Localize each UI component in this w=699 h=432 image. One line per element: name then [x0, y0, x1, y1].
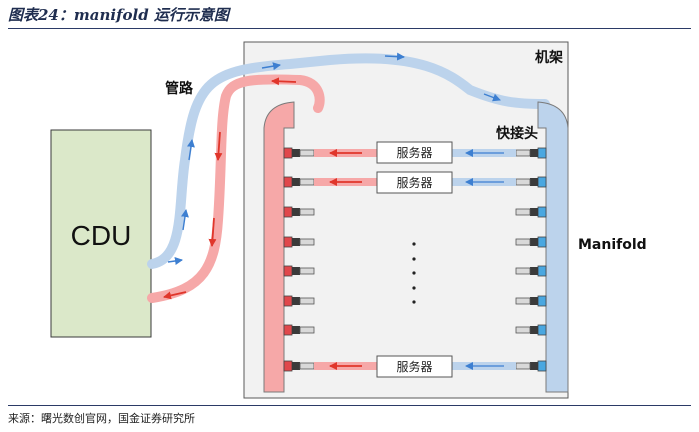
hot-quick-connector — [283, 147, 293, 159]
cold-pipe-arrow — [384, 52, 405, 61]
rack-frame — [243, 41, 569, 399]
source-rule — [8, 405, 691, 406]
cold-manifold — [537, 101, 569, 393]
hot-quick-connector — [283, 324, 293, 336]
cold-quick-connector-collar — [530, 238, 538, 246]
server-box — [376, 355, 453, 378]
hot-quick-connector-nozzle — [299, 238, 315, 246]
hot-quick-connector-nozzle — [299, 208, 315, 216]
hot-quick-connector-nozzle — [299, 178, 315, 186]
source-note: 来源：曙光数创官网，国金证券研究所 — [8, 412, 195, 425]
rack-label: 机架 — [535, 49, 563, 66]
cold-quick-connector — [537, 265, 547, 277]
server-label: 服务器 — [396, 175, 432, 190]
cold-quick-connector-collar — [530, 178, 538, 186]
cold-pipe-arrow — [483, 93, 501, 102]
figure-title: 图表24：manifold 运行示意图 — [8, 6, 229, 24]
hot-quick-connector — [283, 360, 293, 372]
cold-quick-connector — [537, 360, 547, 372]
server-label: 服务器 — [396, 359, 432, 374]
pipe-label: 管路 — [165, 80, 194, 97]
cold-quick-connector-collar — [530, 208, 538, 216]
cold-quick-connector-nozzle — [515, 238, 531, 246]
hot-quick-connector-nozzle — [299, 149, 315, 157]
hot-quick-connector-collar — [292, 238, 300, 246]
hot-quick-connector-nozzle — [299, 297, 315, 305]
cold-quick-connector-nozzle — [515, 267, 531, 275]
cold-quick-connector-nozzle — [515, 178, 531, 186]
cdu-box — [50, 129, 152, 338]
cold-quick-connector — [537, 147, 547, 159]
cold-quick-connector — [537, 236, 547, 248]
hot-quick-connector — [283, 176, 293, 188]
server-label: 服务器 — [396, 145, 432, 160]
hot-pipe-arrow — [271, 77, 297, 86]
cold-quick-connector-collar — [530, 149, 538, 157]
hot-quick-connector-collar — [292, 297, 300, 305]
hot-pipe-arrow — [208, 217, 217, 247]
cold-pipe-arrow — [261, 62, 281, 71]
cold-supply-pipe — [147, 53, 550, 269]
cold-quick-connector-collar — [530, 267, 538, 275]
title-rule — [8, 28, 691, 29]
hot-quick-connector-collar — [292, 208, 300, 216]
hot-quick-connector — [283, 206, 293, 218]
cold-quick-connector — [537, 206, 547, 218]
hot-quick-connector-nozzle — [299, 362, 315, 370]
cdu-label: CDU — [71, 220, 132, 251]
cold-quick-connector-nozzle — [515, 362, 531, 370]
hot-quick-connector-collar — [292, 362, 300, 370]
more-servers-dots — [412, 242, 416, 304]
quick-connector-label: 快接头 — [496, 125, 538, 142]
hot-quick-connector-nozzle — [299, 267, 315, 275]
cold-quick-connector-nozzle — [515, 208, 531, 216]
hot-pipe-arrow — [214, 131, 223, 161]
manifold-label: Manifold — [578, 237, 647, 253]
hot-quick-connector — [283, 295, 293, 307]
hot-quick-connector-collar — [292, 149, 300, 157]
cold-quick-connector — [537, 295, 547, 307]
cold-quick-connector-nozzle — [515, 326, 531, 334]
hot-quick-connector-collar — [292, 326, 300, 334]
server-box — [376, 171, 453, 194]
hot-quick-connector — [283, 236, 293, 248]
cold-quick-connector — [537, 324, 547, 336]
hot-return-pipe — [147, 74, 325, 303]
cold-quick-connector — [537, 176, 547, 188]
hot-pipe-arrow — [163, 291, 187, 300]
hot-quick-connector-nozzle — [299, 326, 315, 334]
cold-quick-connector-collar — [530, 362, 538, 370]
cold-quick-connector-nozzle — [515, 297, 531, 305]
cold-quick-connector-collar — [530, 297, 538, 305]
hot-quick-connector — [283, 265, 293, 277]
hot-quick-connector-collar — [292, 267, 300, 275]
cold-quick-connector-nozzle — [515, 149, 531, 157]
hot-manifold — [263, 101, 295, 393]
hot-quick-connector-collar — [292, 178, 300, 186]
cold-quick-connector-collar — [530, 326, 538, 334]
cold-pipe-arrow — [181, 209, 189, 231]
cold-pipe-arrow — [167, 257, 183, 265]
cold-pipe-arrow — [187, 139, 195, 161]
server-box — [376, 141, 453, 164]
